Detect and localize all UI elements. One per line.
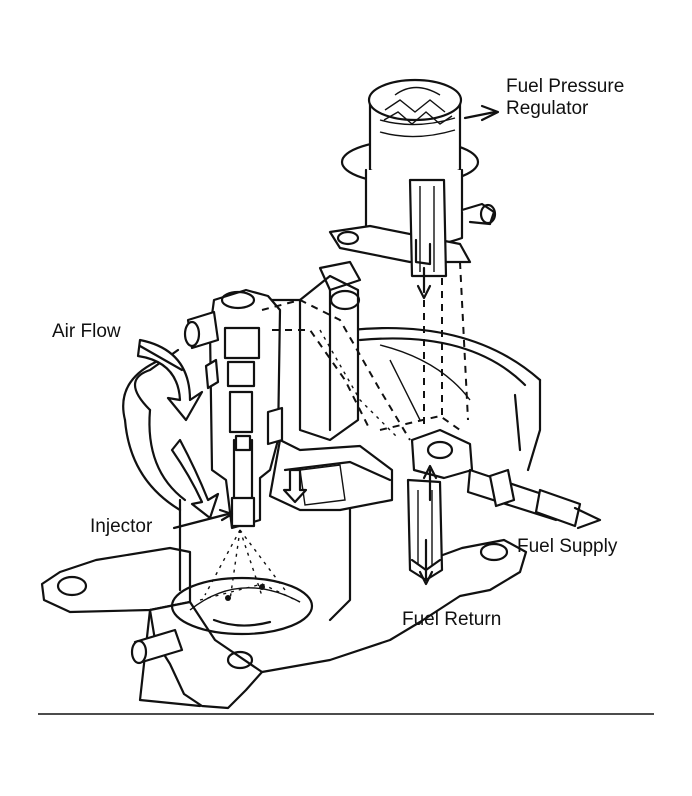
throttle-bore [170,488,352,636]
air-horn [122,327,542,512]
base-flange [40,538,528,710]
fuel-fittings [406,428,602,586]
injector-assembly [183,288,284,530]
fuel-pressure-regulator [328,78,500,300]
fuel-passages [261,298,461,441]
alignment-lines [423,261,469,430]
leader-lines [138,344,234,530]
fuel-pressure-regulator-label-line2: Regulator [506,98,589,119]
fuel-pressure-regulator-label-line1: Fuel Pressure [506,76,625,97]
air-flow-label: Air Flow [52,321,121,342]
fuel-supply-label: Fuel Supply [517,536,618,557]
injector-label: Injector [90,516,153,537]
fuel-return-label: Fuel Return [402,609,502,630]
